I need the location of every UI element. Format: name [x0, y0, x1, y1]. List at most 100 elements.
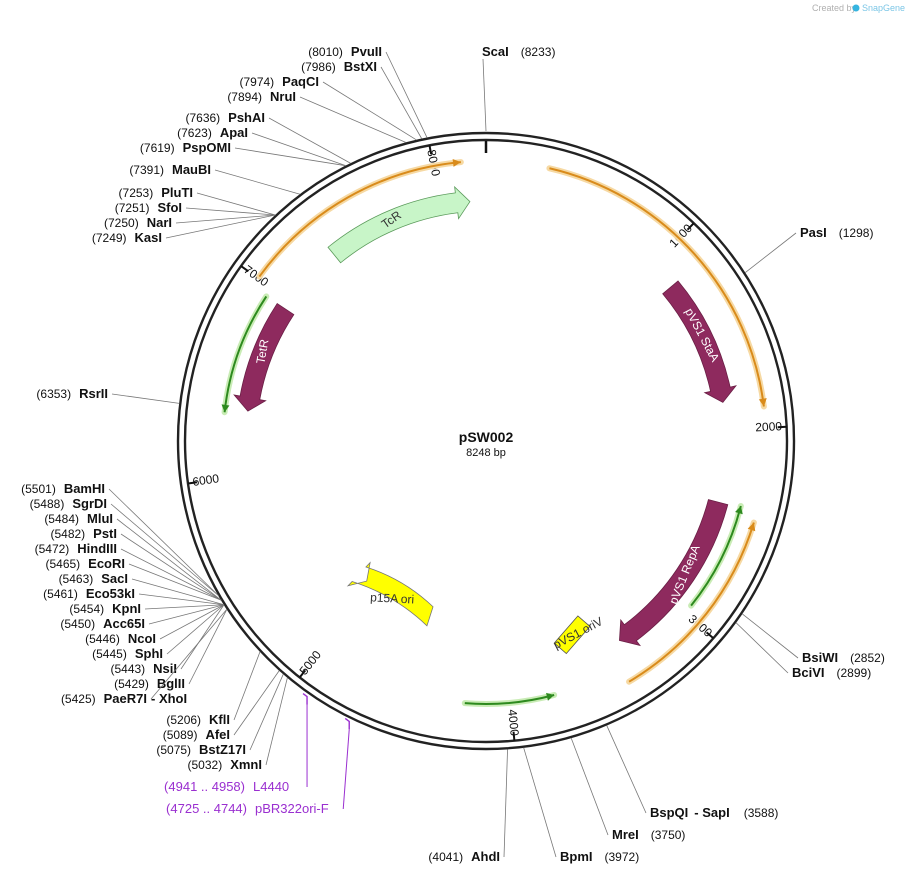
tick-label: 4000	[505, 709, 521, 737]
site-sgrdi[interactable]: SgrDI (5488)	[30, 496, 219, 596]
site-afei[interactable]: AfeI(5089)	[163, 670, 280, 742]
feature-arrow-shape	[662, 280, 737, 403]
site-name: PvuII	[351, 44, 382, 59]
backbone-circle	[176, 131, 796, 751]
site-position: (5206)	[166, 713, 201, 727]
site-bstxi[interactable]: BstXI(7986)	[301, 59, 423, 139]
tick-mark	[298, 669, 307, 679]
site-separator: - XhoI	[151, 691, 187, 706]
site-position: (5446)	[85, 632, 120, 646]
site-nsii[interactable]: NsiI (5443)	[110, 604, 225, 676]
site-pshai[interactable]: PshAI(7636)	[185, 110, 351, 164]
primer-l4440[interactable]: L4440(4941 .. 4958)	[164, 693, 308, 794]
site-name: RsrII	[79, 386, 108, 401]
tick-mark	[705, 631, 715, 639]
site-name: BspQI	[650, 805, 688, 820]
site-hindiii[interactable]: HindIII(5472)	[35, 541, 222, 601]
site-kasi[interactable]: KasI (7249)	[92, 214, 276, 245]
site-name: SphI	[135, 646, 163, 661]
site-pasi[interactable]: PasI(1298)	[744, 225, 873, 274]
credit-brand: SnapGene	[862, 3, 905, 13]
site-nrui[interactable]: NruI(7894)	[227, 89, 407, 143]
site-name: AfeI	[205, 727, 230, 742]
site-sfoi[interactable]: SfoI(7251)	[115, 200, 276, 216]
site-position: (7249)	[92, 231, 127, 245]
site-mlui[interactable]: MluI(5484)	[44, 511, 222, 601]
site-position: (5450)	[60, 617, 95, 631]
feature-tetr[interactable]: TetR	[233, 303, 295, 412]
site-name: KasI	[135, 230, 162, 245]
site-xmni[interactable]: XmnI(5032)	[188, 677, 288, 772]
site-position: (7619)	[140, 141, 175, 155]
feature-p15a-ori[interactable]: p15A ori	[346, 561, 434, 627]
site-ncoi[interactable]: NcoI (5446)	[85, 604, 225, 646]
site-bspqi[interactable]: BspQI- SapI(3588)	[606, 725, 779, 820]
feature-arrow-shape	[619, 499, 729, 647]
primer-pbr322ori-f[interactable]: pBR322ori-F(4725 .. 4744)	[166, 717, 350, 816]
site-position: (5465)	[45, 557, 80, 571]
site-name: BstXI	[344, 59, 377, 74]
site-apai[interactable]: ApaI (7623)	[177, 125, 346, 167]
snapgene-credit: Created by SnapGene	[812, 3, 905, 13]
site-position: (5075)	[156, 743, 191, 757]
feature-tcr[interactable]: TcR	[327, 185, 471, 264]
site-bpmi[interactable]: BpmI(3972)	[523, 747, 640, 864]
site-bglii[interactable]: BglII(5429)	[114, 609, 228, 691]
site-saci[interactable]: SacI(5463)	[59, 571, 225, 606]
site-position: (3750)	[651, 828, 686, 842]
site-eco53ki[interactable]: Eco53kI(5461)	[43, 586, 225, 606]
site-position: (7894)	[227, 90, 262, 104]
site-name: MluI	[87, 511, 113, 526]
site-name: NsiI	[153, 661, 177, 676]
site-position: (5488)	[30, 497, 65, 511]
thin-arc-inner	[688, 503, 744, 609]
site-sphi[interactable]: SphI (5445)	[92, 604, 225, 661]
site-name: SgrDI	[72, 496, 107, 511]
site-psti[interactable]: PstI(5482)	[50, 526, 222, 601]
tick-label: 2000	[755, 419, 783, 434]
site-name: PaeR7I	[104, 691, 147, 706]
site-name: NcoI	[128, 631, 156, 646]
site-paer7i[interactable]: - XhoI PaeR7I (5425)	[61, 609, 228, 706]
site-position: (5443)	[110, 662, 145, 676]
arc-arrowhead-icon	[546, 692, 555, 701]
site-kpni[interactable]: KpnI(5454)	[69, 601, 224, 616]
site-ecori[interactable]: EcoRI(5465)	[45, 556, 222, 601]
site-pspomi[interactable]: PspOMI (7619)	[140, 140, 346, 167]
feature-pvs1-oriv[interactable]: pVS1 oriV	[551, 614, 605, 655]
site-kfli[interactable]: KflI(5206)	[166, 651, 261, 727]
site-position: (5461)	[43, 587, 78, 601]
site-maubi[interactable]: MauBI(7391)	[129, 162, 301, 195]
site-mrei[interactable]: MreI(3750)	[570, 737, 686, 842]
site-position: (7623)	[177, 126, 212, 140]
site-name: HindIII	[77, 541, 117, 556]
site-rsrii[interactable]: RsrII(6353)	[36, 386, 180, 404]
site-pluti[interactable]: PluTI(7253)	[119, 185, 276, 216]
site-name: PluTI	[161, 185, 193, 200]
site-position: (5445)	[92, 647, 127, 661]
site-bamhi[interactable]: BamHI(5501)	[21, 481, 219, 596]
site-paqci[interactable]: PaqCI(7974)	[239, 74, 417, 141]
primer-sites: L4440(4941 .. 4958)pBR322ori-F(4725 .. 4…	[164, 693, 350, 816]
site-acc65i[interactable]: Acc65I(5450)	[60, 604, 225, 631]
site-position: (3972)	[605, 850, 640, 864]
site-separator: - SapI	[694, 805, 729, 820]
site-name: XmnI	[230, 757, 262, 772]
site-scai[interactable]: ScaI(8233)	[482, 44, 555, 132]
site-name: ApaI	[220, 125, 248, 140]
site-name: PasI	[800, 225, 827, 240]
site-pvuii[interactable]: PvuII (8010)	[308, 44, 428, 138]
site-bcivi[interactable]: BciVI(2899)	[735, 622, 871, 680]
site-name: PspOMI	[183, 140, 231, 155]
plasmid-size: 8248 bp	[466, 447, 506, 459]
site-ahdi[interactable]: AhdI(4041)	[428, 749, 508, 864]
site-bstz17i[interactable]: BstZ17I(5075)	[156, 674, 284, 757]
site-name: ScaI	[482, 44, 509, 59]
site-position: (8010)	[308, 45, 343, 59]
site-name: PaqCI	[282, 74, 319, 89]
site-position: (5454)	[69, 602, 104, 616]
site-position: (5425)	[61, 692, 96, 706]
site-nari[interactable]: NarI(7250)	[104, 214, 276, 230]
site-bsiwi[interactable]: BsiWI(2852)	[741, 613, 885, 665]
